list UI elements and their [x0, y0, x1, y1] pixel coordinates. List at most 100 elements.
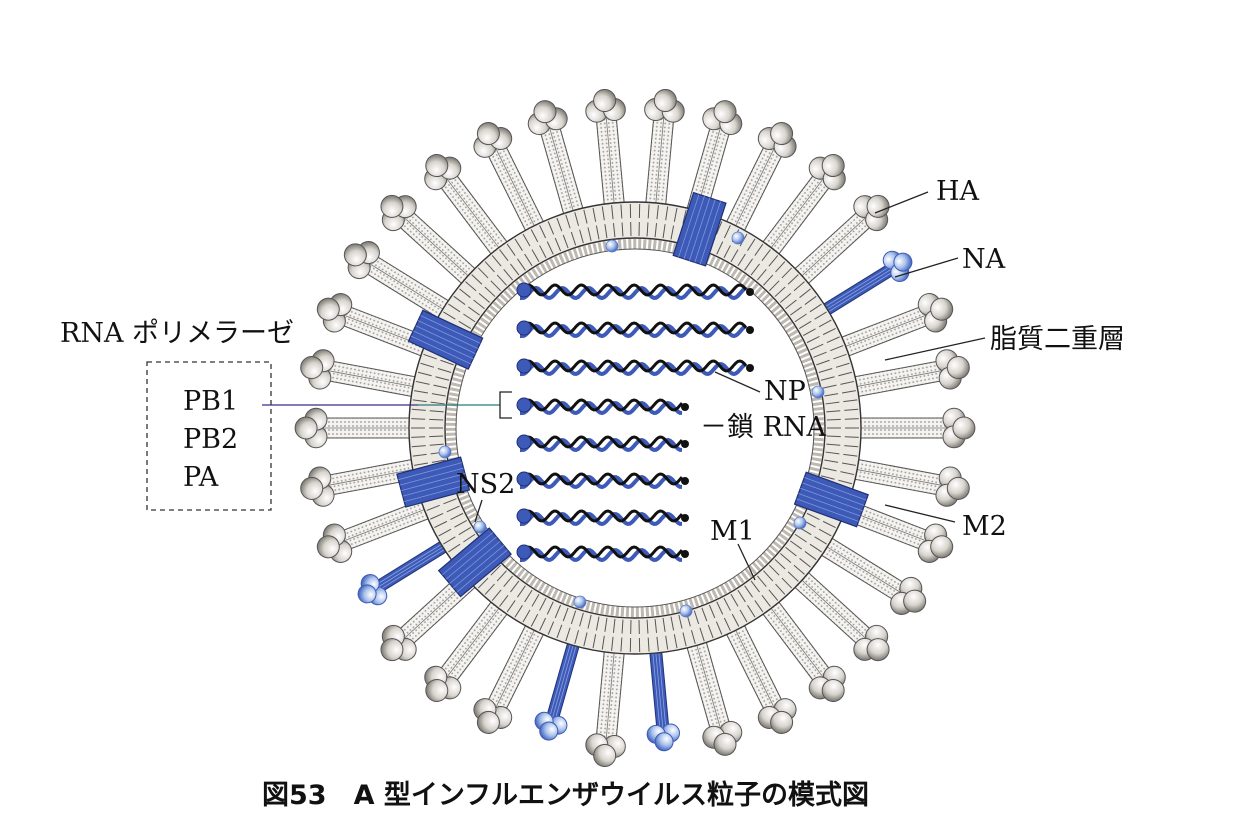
rnp-end — [681, 477, 689, 485]
np-strand — [520, 435, 684, 449]
rna-bracket — [499, 391, 512, 419]
m1-matrix-layer — [446, 239, 824, 617]
pb2-label: PB2 — [183, 424, 238, 455]
lipid-molecules — [411, 204, 859, 652]
ha-label: HA — [936, 176, 980, 207]
bilayer-outer-edge — [408, 201, 862, 655]
rnp-segment — [516, 508, 689, 527]
rnp-end — [746, 364, 754, 372]
rnp-segment — [516, 544, 689, 563]
ha-spike — [836, 458, 970, 507]
rna-polymerase-label: RNA ポリメラーゼ — [60, 318, 294, 349]
rnp-segment — [516, 358, 754, 377]
ha-spike — [723, 611, 797, 734]
ns2-protein — [731, 231, 745, 245]
ha-spike — [756, 154, 846, 266]
ha-spike — [424, 154, 514, 266]
rna-strand — [520, 285, 747, 301]
ns2-protein — [811, 385, 825, 399]
m1-leader — [737, 543, 756, 581]
rnp-segment — [516, 320, 754, 339]
ha-spike — [300, 458, 434, 507]
lipid-leader — [884, 337, 986, 361]
ns2-protein — [793, 516, 807, 530]
ha-spike — [585, 89, 626, 224]
m1-inner-edge — [455, 248, 815, 608]
ns2-protein — [438, 445, 452, 459]
m2-channel — [672, 191, 727, 267]
rna-strand — [520, 547, 683, 563]
na-spike — [357, 533, 462, 606]
ha-spike — [585, 632, 626, 767]
polymerase-complex — [516, 320, 532, 336]
ns2-protein — [605, 239, 619, 253]
ha-spike — [473, 611, 547, 734]
ha-leader — [874, 191, 929, 214]
np-strand — [520, 509, 684, 523]
rna-strand — [520, 474, 683, 490]
polymerase-complex — [516, 544, 532, 560]
figure-caption: 図53 A 型インフルエンザウイルス粒子の模式図 — [262, 780, 869, 811]
leader-lines — [262, 191, 986, 581]
rnp-segments — [516, 282, 754, 563]
m1-label: M1 — [710, 516, 755, 547]
m2-leader — [884, 504, 956, 523]
polymerase-complex — [516, 282, 532, 298]
rnp-end — [681, 514, 689, 522]
ha-spike — [316, 293, 444, 359]
ha-spike — [527, 100, 586, 231]
ha-spike — [826, 293, 954, 359]
np-label: NP — [764, 376, 806, 407]
polymerase-complex — [516, 471, 532, 487]
ns2-protein — [573, 595, 587, 609]
np-strand — [520, 398, 684, 412]
polymerase-complex — [516, 434, 532, 450]
ha-spike — [644, 89, 685, 224]
rnp-end — [681, 403, 689, 411]
np-leader — [714, 371, 761, 393]
rna-polymerase-box — [146, 361, 272, 511]
na-label: NA — [962, 244, 1006, 275]
na-spike — [534, 625, 582, 741]
m2-channel-layer — [396, 191, 869, 598]
pb1-label: PB1 — [183, 386, 238, 417]
polymerase-complex — [516, 508, 532, 524]
minus-strand-rna-label: －鎖 RNA — [700, 412, 827, 443]
m2-channel — [437, 527, 512, 598]
rnp-end — [681, 550, 689, 558]
m2-channel — [407, 309, 484, 370]
na-leader — [894, 257, 959, 278]
rna-strand — [520, 511, 683, 527]
np-strand — [520, 472, 684, 486]
rna-strand — [520, 437, 683, 453]
rnp-segment — [516, 471, 689, 490]
ns2-protein — [679, 604, 693, 618]
m2-channel — [396, 456, 471, 508]
ha-spike — [294, 407, 429, 449]
lipid-bilayer — [408, 201, 862, 655]
rnp-segment — [516, 434, 689, 453]
rnp-end — [746, 326, 754, 334]
rnp-segment — [516, 282, 754, 301]
np-strand — [520, 359, 748, 373]
rnp-end — [681, 440, 689, 448]
polymerase-complex — [516, 358, 532, 374]
ns2-label: NS2 — [456, 469, 515, 500]
np-strand — [520, 321, 748, 335]
ha-spike — [841, 407, 976, 449]
ns2-leader — [474, 499, 483, 523]
rnp-segment — [516, 397, 689, 416]
rna-strand — [520, 361, 747, 377]
ha-spike — [723, 122, 797, 245]
ha-spike — [836, 349, 970, 398]
np-strand — [520, 283, 748, 297]
ha-spike — [380, 194, 485, 292]
ha-spike — [756, 590, 846, 702]
ha-spike — [785, 564, 890, 662]
m2-label: M2 — [962, 511, 1007, 542]
bilayer-inner-edge — [444, 237, 826, 619]
rna-strand — [520, 323, 747, 339]
rna-strand — [520, 400, 683, 416]
ns2-protein — [473, 520, 487, 534]
